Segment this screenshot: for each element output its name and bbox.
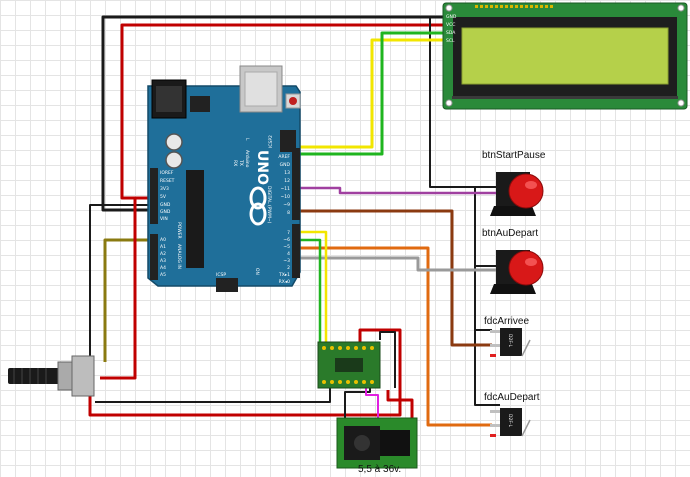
pin-label: A1: [160, 244, 166, 250]
lcd-pins: GND VCC SDA SCL: [446, 14, 457, 44]
pin-label: 8: [287, 210, 290, 216]
wire-psu-black: [344, 388, 371, 430]
wire-gnd-right-bus: [474, 187, 500, 406]
wire-pot-wiper: [103, 238, 150, 362]
wire-motor-black: [379, 331, 396, 388]
lcd-pin-vcc: VCC: [446, 22, 455, 28]
rx-led-label: RX: [232, 160, 238, 166]
stepper-driver-board: [317, 341, 381, 389]
wire-btn-au-depart: [300, 256, 500, 272]
pin-label: ~11: [281, 186, 291, 192]
wire-gnd-buttons: [429, 17, 500, 188]
wire-pot-vcc: [100, 198, 137, 380]
switch-model-label: D2F-L: [507, 414, 513, 428]
dc-power-supply-board: [336, 417, 418, 469]
fdc-au-depart-label: fdcAuDepart: [484, 392, 540, 403]
icsp2-header: [280, 130, 296, 152]
limit-switch-arrivee: D2F-L: [490, 328, 531, 357]
pin-label: A5: [160, 272, 166, 278]
wire-driver-step: [300, 230, 328, 348]
wire-driver-dir: [300, 238, 322, 348]
lcd-pin-scl: SCL: [446, 38, 455, 44]
pin-label: ~6: [283, 237, 290, 243]
pin-label: ~5: [283, 244, 290, 250]
on-led-label: ON: [254, 268, 260, 275]
pin-label: RX◂0: [279, 279, 290, 285]
lcd-top-pads: [475, 5, 553, 8]
atmega-chip: [186, 170, 204, 268]
board-model-label: UNO: [254, 150, 270, 185]
pin-label: A3: [160, 258, 166, 264]
pin-label: GND: [160, 202, 171, 208]
pin-label: 13: [284, 170, 290, 176]
wire-fdc-arrivee: [300, 209, 492, 347]
lcd-pin-sda: SDA: [446, 30, 456, 36]
icsp2-label: ICSP2: [268, 135, 274, 148]
pin-label: ~10: [281, 194, 291, 200]
limit-switch-au-depart: D2F-L: [490, 408, 531, 437]
power-header-label: POWER: [176, 222, 182, 239]
pin-label: GND: [160, 209, 171, 215]
pin-label: RESET: [160, 178, 175, 184]
pin-label: A2: [160, 251, 166, 257]
wire-btn-start-pause: [300, 186, 500, 195]
pin-label: TX▸1: [278, 272, 290, 278]
analog-header-label: ANALOG IN: [176, 244, 182, 269]
pin-label: A4: [160, 265, 166, 271]
pin-label: AREF: [278, 154, 290, 160]
btn-start-pause-label: btnStartPause: [482, 150, 546, 161]
wires: [88, 15, 500, 430]
wire-driver-vin: [88, 328, 402, 417]
lcd-screen: [461, 27, 669, 85]
digital-header-high: [292, 148, 300, 220]
wire-motor-magenta: [365, 388, 379, 420]
pin-label: ~3: [283, 258, 290, 264]
pin-label: A0: [160, 237, 166, 243]
analog-header: [150, 234, 158, 280]
lcd-module: GND VCC SDA SCL: [442, 2, 688, 110]
analog-pin-labels: A0 A1 A2 A3 A4 A5: [160, 237, 166, 278]
digital-header-label: DIGITAL (PWM~): [266, 186, 272, 224]
push-button-au-depart: [490, 250, 544, 294]
pin-label: GND: [280, 162, 291, 168]
wire-driver-gnd: [95, 385, 331, 403]
wire-pot-gnd: [89, 204, 150, 362]
pin-label: 2: [287, 265, 290, 271]
power-supply-label: 5,5 à 36v.: [358, 464, 401, 475]
lcd-pin-gnd: GND: [446, 14, 457, 20]
pin-label: 12: [284, 178, 290, 184]
pin-label: 3V3: [160, 186, 169, 192]
arduino-logo: [249, 186, 267, 226]
pin-label: VIN: [160, 216, 168, 222]
capacitor: [165, 151, 183, 169]
icsp-label: ICSP: [216, 272, 226, 278]
power-pin-labels: IOREF RESET 3V3 5V GND GND VIN: [160, 170, 175, 222]
arduino-uno-board: ICSP2 ICSP UNO Arduino TX RX L ON DIGITA…: [147, 65, 301, 292]
wire-scl: [300, 31, 448, 156]
btn-au-depart-label: btnAuDepart: [482, 228, 538, 239]
wire-psu-red: [386, 390, 414, 425]
pin-label: IOREF: [160, 170, 174, 176]
pin-label: 7: [287, 230, 290, 236]
capacitor: [165, 133, 183, 151]
tx-led-label: TX: [238, 159, 244, 166]
switch-model-label: D2F-L: [507, 334, 513, 348]
icsp-header: [216, 278, 238, 292]
potentiometer: [8, 355, 95, 397]
pin-label: ~9: [283, 202, 290, 208]
digital-header-low: [292, 224, 300, 278]
power-header: [150, 168, 158, 224]
pin-label: 5V: [160, 194, 167, 200]
fdc-arrivee-label: fdcArrivee: [484, 316, 529, 327]
l-led-label: L: [244, 138, 250, 141]
wire-sda: [300, 38, 448, 149]
digital-pin-labels: AREF GND 13 12 ~11 ~10 ~9 8 7 ~6 ~5 4 ~3…: [278, 154, 290, 285]
wire-gnd-lcd: [101, 15, 448, 212]
wire-fdc-au-depart: [300, 246, 492, 427]
pin-label: 4: [287, 251, 290, 257]
board-brand-label: Arduino: [244, 150, 250, 168]
push-button-start-pause: [490, 172, 544, 216]
